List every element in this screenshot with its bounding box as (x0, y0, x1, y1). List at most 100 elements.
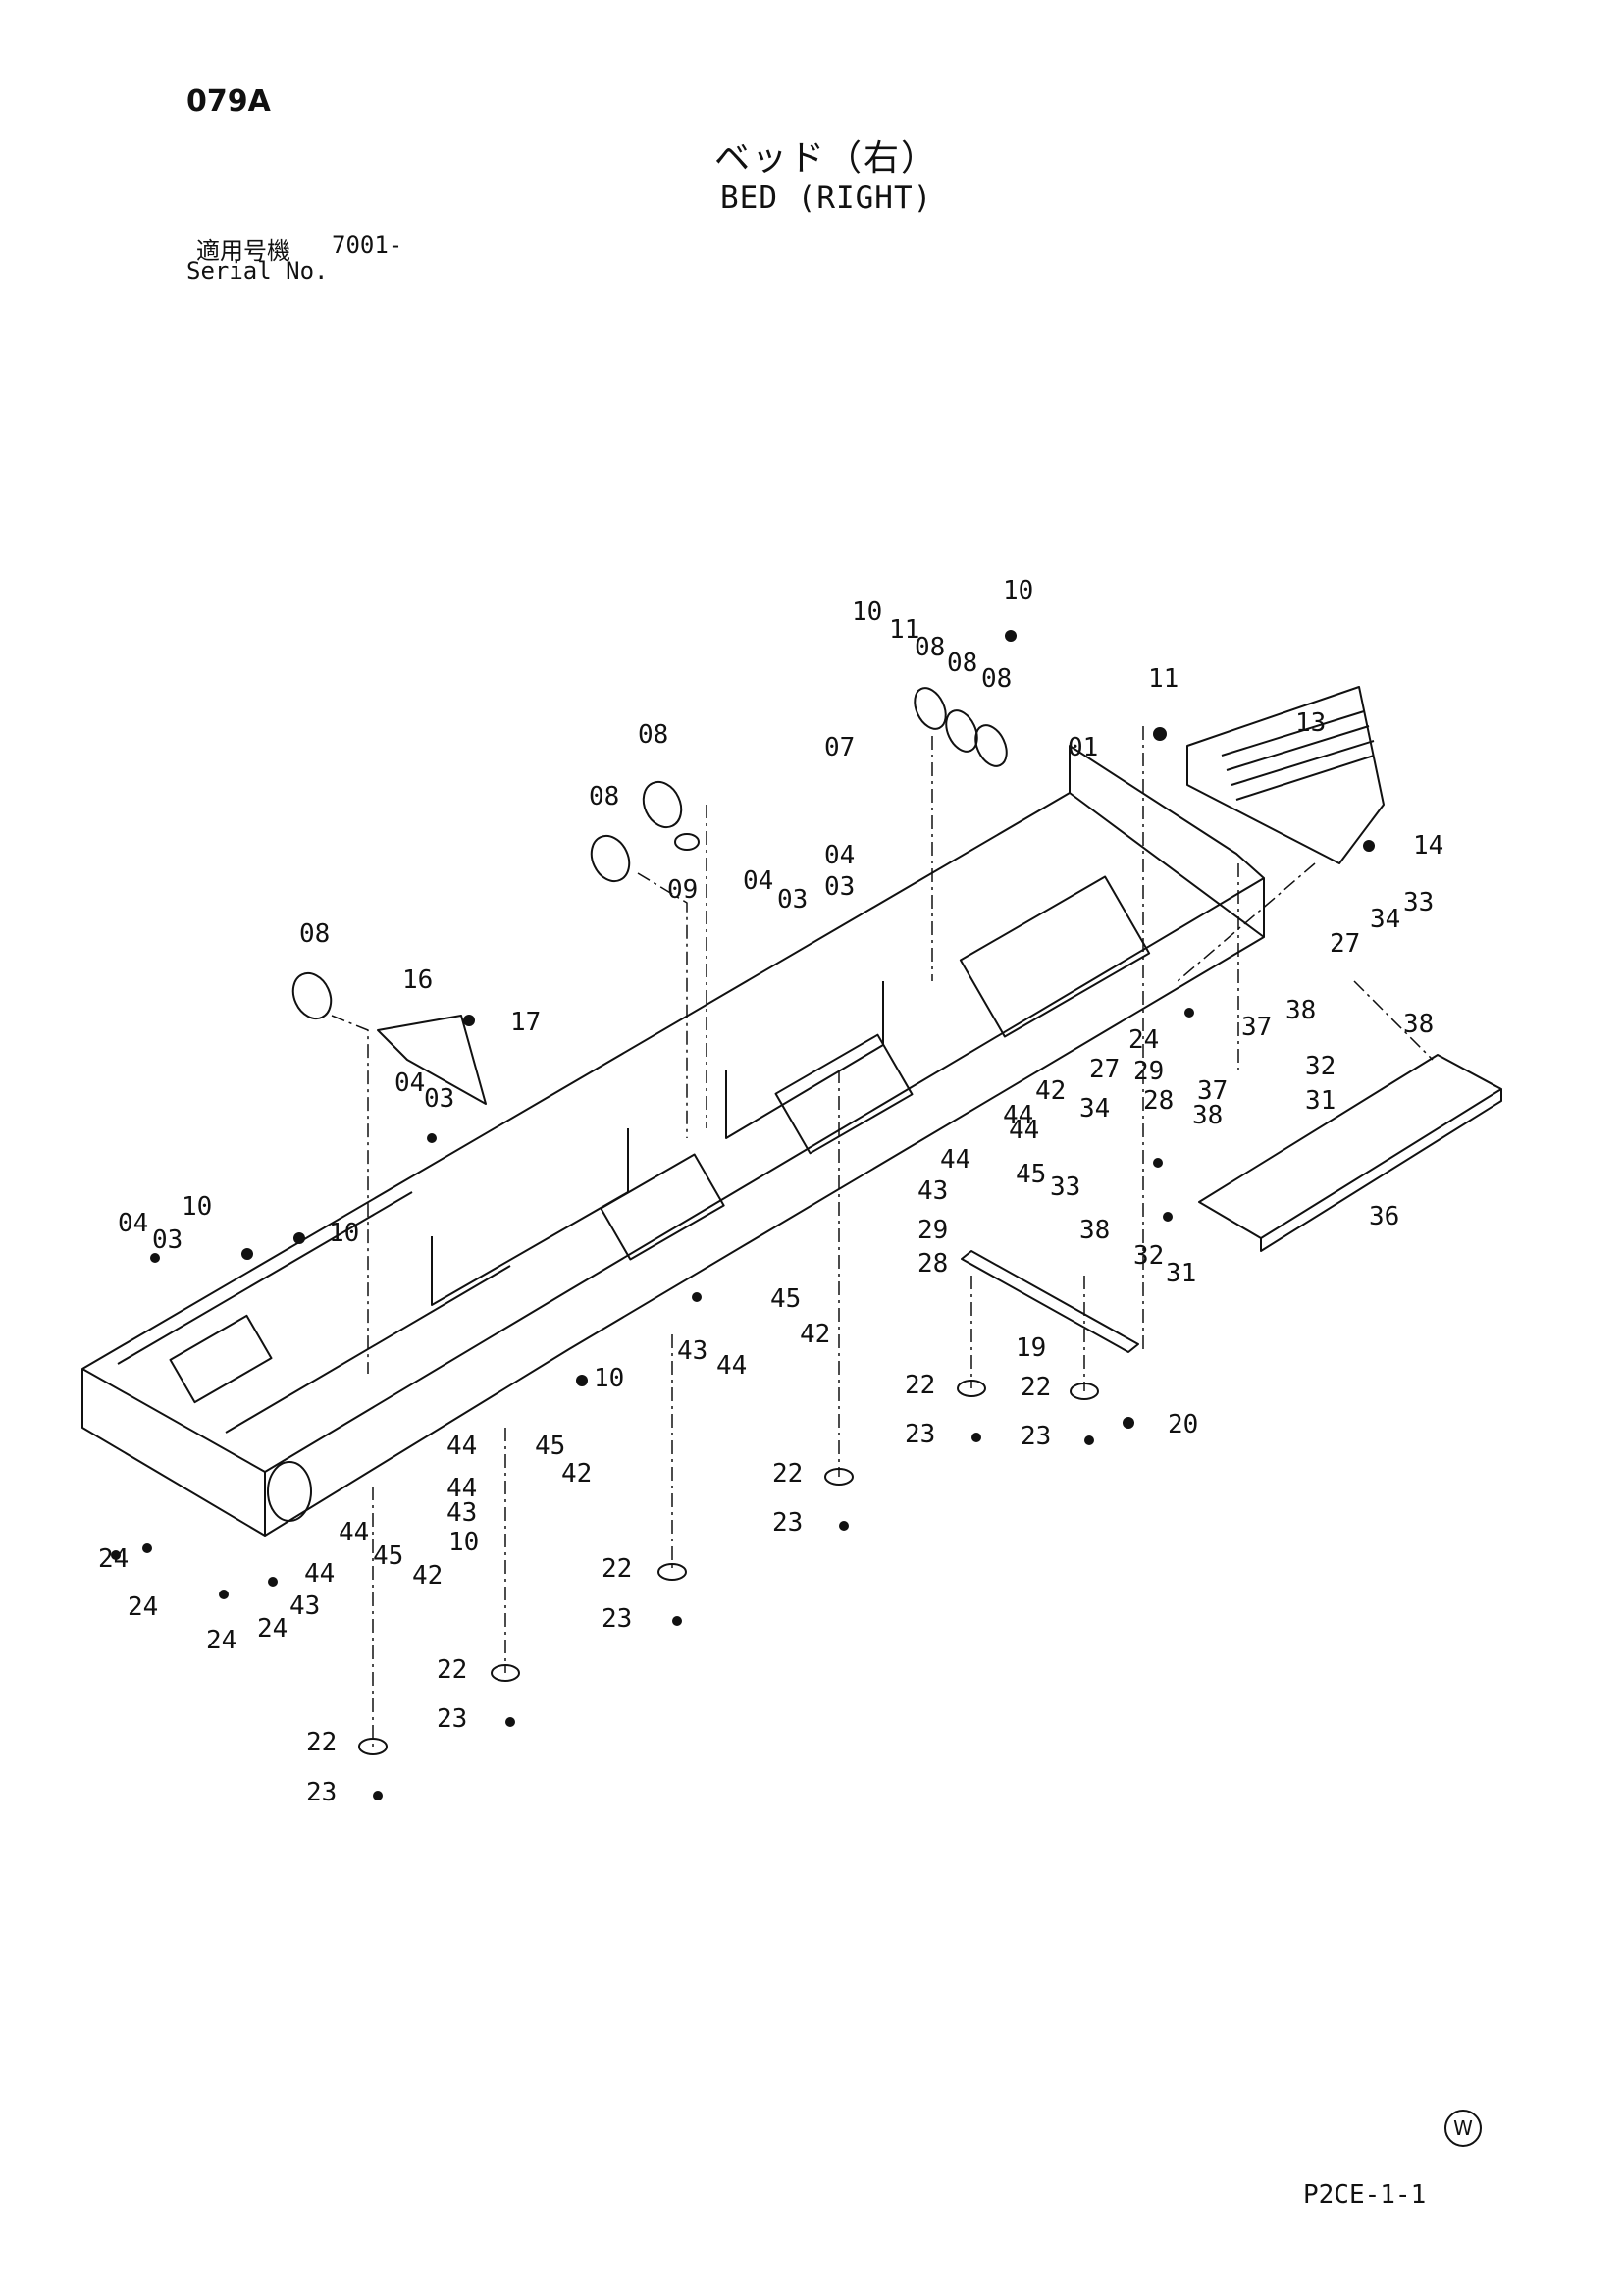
seal-09 (674, 833, 700, 851)
part-callout: 33 (1403, 888, 1434, 917)
part-callout: 03 (777, 885, 808, 914)
part-callout: 03 (824, 872, 855, 902)
part-callout: 24 (206, 1626, 236, 1655)
inner-rail-1 (117, 1191, 413, 1365)
part-callout: 23 (772, 1508, 803, 1538)
serial-label-japanese: 適用号機 (196, 237, 290, 265)
part-callout: 17 (510, 1008, 541, 1037)
watermark-w-logo: W (1444, 2110, 1482, 2147)
panel-opening-1 (169, 1314, 273, 1404)
part-callout: 23 (602, 1604, 632, 1634)
bed-frame-wall (1069, 745, 1265, 879)
part-callout: 04 (824, 841, 855, 870)
part-callout: 44 (339, 1518, 369, 1547)
hood-fins (1221, 710, 1375, 801)
part-callout: 14 (1413, 831, 1443, 861)
part-callout: 45 (373, 1541, 403, 1571)
panel-opening-2 (600, 1153, 725, 1261)
part-callout: 10 (329, 1219, 359, 1248)
seal-08-a (642, 780, 683, 829)
part-callout: 38 (1285, 996, 1316, 1025)
part-callout: 10 (182, 1192, 212, 1222)
part-callout: 22 (306, 1728, 337, 1757)
cover-plate (377, 1015, 487, 1105)
part-callout: 24 (257, 1614, 288, 1644)
part-callout: 08 (915, 633, 945, 662)
part-callout: 08 (638, 720, 668, 750)
part-callout: 44 (304, 1559, 335, 1589)
part-callout: 10 (1003, 576, 1033, 605)
part-callout: 28 (1143, 1086, 1174, 1116)
part-callout: 22 (1021, 1373, 1051, 1402)
part-callout: 20 (1168, 1410, 1198, 1439)
seal-08-b (590, 834, 631, 883)
part-callout: 01 (1068, 733, 1098, 762)
part-callout: 37 (1197, 1076, 1228, 1106)
bed-frame-top-edge (81, 877, 1265, 1473)
part-callout: 42 (800, 1320, 830, 1349)
part-callout: 03 (152, 1226, 183, 1255)
part-callout: 42 (1035, 1076, 1066, 1106)
part-callout: 22 (772, 1459, 803, 1488)
title-english: BED (RIGHT) (720, 181, 933, 216)
page-code: 079A (186, 84, 271, 119)
figure-code: P2CE-1-1 (1303, 2180, 1427, 2210)
part-callout: 07 (824, 733, 855, 762)
part-callout: 33 (1050, 1173, 1080, 1202)
part-callout: 44 (716, 1351, 747, 1381)
part-callout: 27 (1330, 929, 1360, 959)
part-callout: 37 (1241, 1013, 1272, 1042)
part-callout: 23 (306, 1778, 337, 1807)
serial-label-english: Serial No. (186, 257, 329, 285)
part-callout: 38 (1403, 1010, 1434, 1039)
part-callout: 08 (299, 919, 330, 949)
part-callout: 24 (1128, 1025, 1159, 1055)
part-callout: 32 (1305, 1052, 1336, 1081)
part-callout: 42 (561, 1459, 592, 1488)
part-callout: 45 (1016, 1160, 1046, 1189)
part-callout: 43 (677, 1336, 707, 1366)
part-callout: 04 (394, 1069, 425, 1098)
part-callout: 36 (1369, 1202, 1399, 1231)
part-callout: 09 (667, 875, 698, 905)
panel-opening-4 (959, 875, 1151, 1038)
part-callout: 42 (412, 1561, 443, 1591)
fastener-markers (111, 630, 1375, 1800)
seal-08-e (945, 709, 978, 753)
part-callout: 11 (1148, 664, 1179, 694)
part-callout: 45 (770, 1284, 801, 1314)
part-callout: 23 (1021, 1422, 1051, 1451)
part-callout: 22 (905, 1371, 935, 1400)
part-callout: 23 (905, 1420, 935, 1449)
part-callout: 45 (535, 1432, 565, 1461)
step-plate (1198, 1054, 1502, 1239)
bracket-plate (961, 1250, 1139, 1353)
part-callout: 16 (402, 965, 433, 995)
part-callout: 43 (917, 1176, 948, 1206)
part-callout: 03 (424, 1084, 454, 1114)
serial-number-value: 7001- (332, 232, 403, 259)
seal-08-c (291, 971, 333, 1020)
seal-08-f (974, 724, 1008, 767)
part-callout: 22 (437, 1655, 467, 1685)
round-hole (267, 1461, 312, 1522)
part-callout: 34 (1079, 1094, 1110, 1123)
hood-cover (1186, 686, 1385, 864)
part-callout: 27 (1089, 1055, 1120, 1084)
seal-08-d (914, 687, 947, 730)
inner-bulkhead-2 (725, 981, 884, 1139)
part-callout: 10 (594, 1364, 624, 1393)
title-japanese: ベッド（右） (714, 138, 939, 179)
part-callout: 32 (1133, 1241, 1164, 1271)
part-callout: 29 (1133, 1057, 1164, 1086)
part-callout: 13 (1295, 708, 1326, 738)
part-callout: 19 (1016, 1333, 1046, 1363)
part-callout: 08 (947, 649, 977, 678)
part-callout: 11 (889, 615, 919, 645)
part-callout: 43 (289, 1592, 320, 1621)
part-callout: 44 (940, 1145, 970, 1174)
part-callout: 04 (743, 866, 773, 896)
